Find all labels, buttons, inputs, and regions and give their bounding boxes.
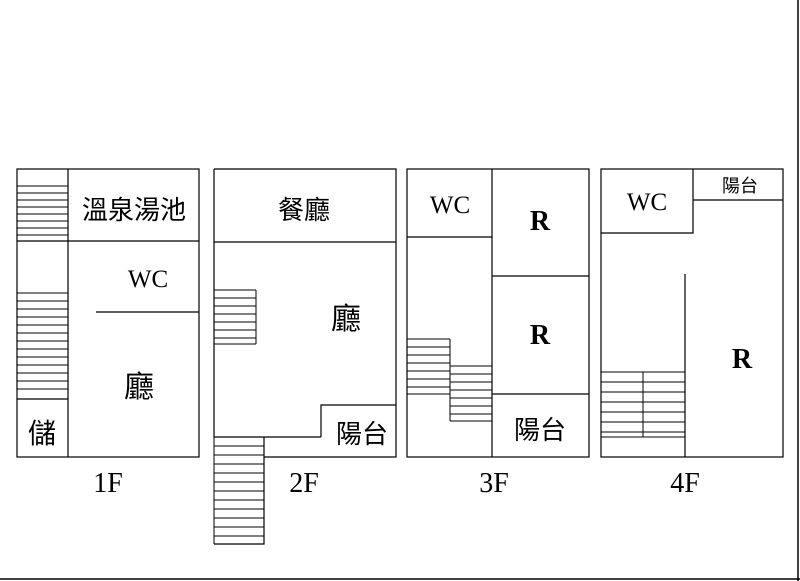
floor-4f-staircase: [601, 371, 685, 438]
floor-label-4f: 4F: [670, 468, 700, 499]
floor-2f-staircase-outer: [213, 437, 264, 544]
floor-2f-staircase-inner: [214, 289, 257, 345]
room-label-balcony: 陽台: [722, 176, 758, 196]
floor-3f-outline: [406, 168, 590, 458]
room-label-room-1: R: [530, 206, 551, 237]
room-label-balcony: 陽台: [336, 420, 388, 449]
floor-2f-outline: [214, 168, 397, 458]
room-label-wc: WC: [627, 189, 667, 216]
room-label-hot-spring-pool: 溫泉湯池: [82, 196, 186, 225]
floor-label-2f: 2F: [289, 468, 319, 499]
floor-label-3f: 3F: [479, 468, 509, 499]
floor-label-1f: 1F: [93, 468, 123, 499]
room-label-dining-room: 餐廳: [278, 196, 330, 225]
floor-3f: WC R R 陽台 3F: [406, 168, 590, 499]
room-label-room: R: [732, 344, 753, 375]
room-label-living-room: 廳: [331, 303, 361, 336]
room-label-balcony: 陽台: [514, 416, 566, 445]
floor-1f: 溫泉湯池 WC 廳 儲 1F: [16, 168, 200, 499]
floor-1f-staircase-upper: [17, 185, 68, 236]
room-label-storage: 儲: [28, 418, 56, 450]
floor-3f-staircase-left: [407, 338, 451, 421]
floor-3f-staircase-right: [450, 365, 492, 422]
floor-4f: WC 陽台 R 4F: [600, 168, 784, 499]
room-label-wc: WC: [128, 266, 168, 293]
floor-2f: 餐廳 廳 陽台 2F: [213, 168, 397, 545]
floor-4f-outline: [600, 168, 784, 458]
floor-4f-wc-wall: [601, 169, 694, 234]
room-label-wc: WC: [430, 192, 470, 219]
floor-1f-outline: [16, 168, 200, 458]
floor-1f-staircase-lower: [17, 292, 68, 390]
room-label-room-2: R: [530, 320, 551, 351]
floor-2f-balcony-wall: [320, 404, 396, 437]
room-label-living-room: 廳: [124, 371, 154, 404]
